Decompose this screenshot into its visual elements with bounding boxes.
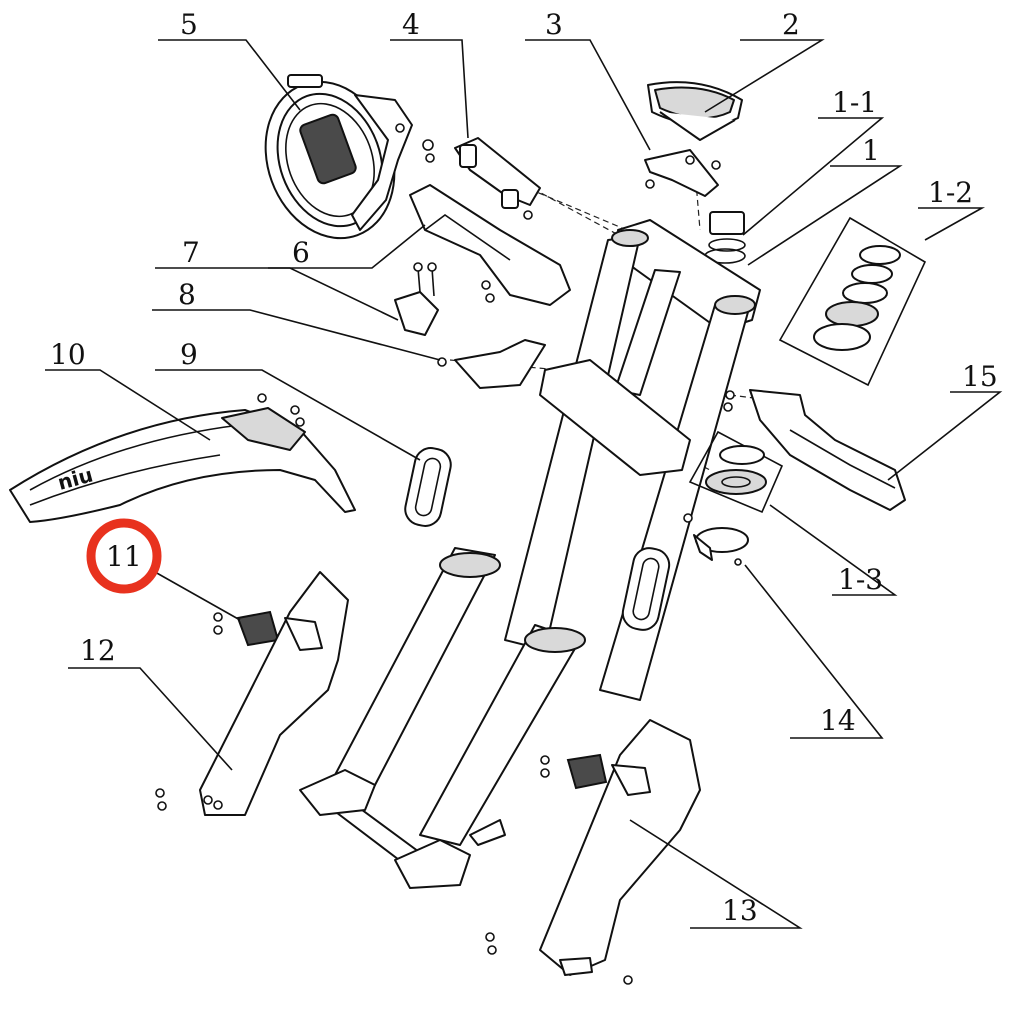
part-12-fork-guard-left xyxy=(155,571,349,816)
callout-12: 12 xyxy=(80,634,116,667)
part-15-right-handlebar xyxy=(723,389,906,511)
part-1-fork-assembly xyxy=(299,219,761,889)
part-9-reflector xyxy=(404,447,452,527)
callout-1-2: 1-2 xyxy=(928,176,973,209)
callout-9: 9 xyxy=(180,338,198,371)
part-5-headlight xyxy=(264,74,413,240)
part-6-left-handlebar xyxy=(409,184,571,306)
callout-13: 13 xyxy=(722,894,758,927)
part-4-bracket xyxy=(422,137,541,220)
callout-labels: 5 4 3 2 1-1 1 1-2 6 7 8 9 10 15 11 1-3 1… xyxy=(50,8,998,927)
callout-11: 11 xyxy=(106,540,142,573)
callout-3: 3 xyxy=(545,8,563,41)
callout-1-3: 1-3 xyxy=(838,563,883,596)
part-1-1-stem-nut xyxy=(704,211,746,264)
callout-1: 1 xyxy=(862,134,880,167)
part-10-front-fender: niu xyxy=(9,393,356,523)
part-13-fork-guard-right xyxy=(485,719,701,985)
part-11-guard-bracket-left xyxy=(213,610,280,647)
callout-6: 6 xyxy=(292,236,310,269)
part-1-3-lower-bearing xyxy=(688,430,784,514)
callout-15: 15 xyxy=(962,360,998,393)
part-8-clip xyxy=(437,339,546,389)
callout-1-1: 1-1 xyxy=(832,86,877,119)
callout-4: 4 xyxy=(402,8,420,41)
leader-lines xyxy=(45,39,1003,929)
part-14-clamp-ring xyxy=(683,513,749,566)
part-2-dashboard xyxy=(647,81,743,141)
callout-5: 5 xyxy=(180,8,198,41)
part-1-2-bearing-kit xyxy=(778,216,927,387)
callout-10: 10 xyxy=(50,338,86,371)
part-7-clamp xyxy=(394,262,439,336)
callout-7: 7 xyxy=(182,236,200,269)
callout-14: 14 xyxy=(820,704,856,737)
callout-8: 8 xyxy=(178,278,196,311)
part-3-dash-mount xyxy=(644,149,721,197)
callout-2: 2 xyxy=(782,8,800,41)
highlight-circle-callout-11 xyxy=(86,518,162,594)
part-9-reflector-right xyxy=(621,547,671,631)
